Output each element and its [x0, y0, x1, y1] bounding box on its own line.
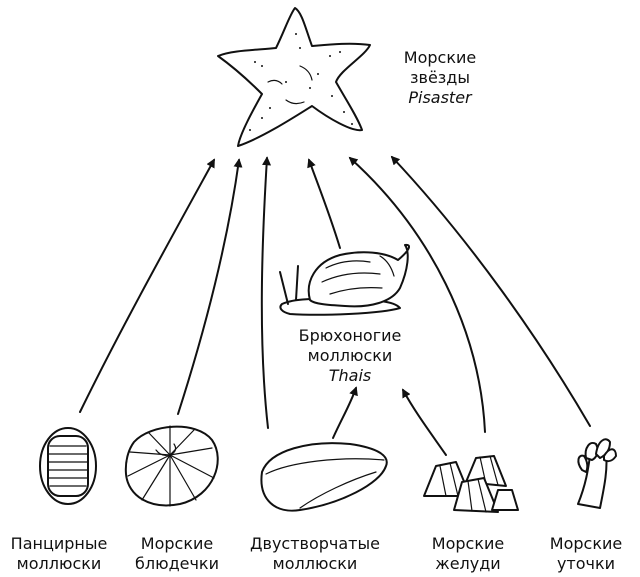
label-gooseneck-line1: Морские [549, 534, 623, 553]
label-limpet: Морские блюдечки [122, 534, 232, 574]
label-mussel-line2: моллюски [272, 554, 358, 573]
label-barnacle: Морские желуди [418, 534, 518, 574]
label-chiton-line1: Панцирные [10, 534, 108, 553]
label-gooseneck-line2: уточки [556, 554, 616, 573]
arrow-gooseneck-to-starfish [390, 155, 591, 427]
arrow-mussel-to-snail [332, 386, 358, 439]
label-barnacle-line1: Морские [431, 534, 505, 553]
limpet-drawing [124, 425, 219, 507]
chiton-drawing [39, 427, 97, 505]
arrow-snail-to-starfish [307, 158, 341, 249]
arrow-barnacle-to-starfish [348, 156, 486, 433]
label-mussel: Двустворчатые моллюски [240, 534, 390, 574]
starfish-drawing [217, 7, 371, 147]
label-starfish-line1: Морские [403, 48, 477, 67]
label-barnacle-line2: желуди [435, 554, 501, 573]
arrows [79, 155, 591, 456]
arrow-chiton-to-starfish [79, 158, 215, 413]
mussel-drawing [260, 442, 388, 512]
label-chiton: Панцирные моллюски [4, 534, 114, 574]
label-starfish-line2: звёзды [410, 68, 470, 87]
label-limpet-line2: блюдечки [135, 554, 219, 573]
label-snail-line1: Брюхоногие [298, 326, 402, 345]
label-snail: Брюхоногие моллюски Thais [290, 326, 410, 386]
snail-drawing [279, 243, 410, 316]
label-starfish: Морские звёзды Pisaster [390, 48, 490, 108]
arrow-limpet-to-starfish [177, 158, 243, 415]
label-gooseneck: Морские уточки [536, 534, 636, 574]
label-mussel-line1: Двустворчатые [250, 534, 380, 553]
label-chiton-line2: моллюски [16, 554, 102, 573]
label-starfish-latin: Pisaster [408, 88, 472, 107]
label-limpet-line1: Морские [140, 534, 214, 553]
arrow-barnacle-to-snail [402, 388, 447, 456]
label-snail-line2: моллюски [307, 346, 393, 365]
barnacle-drawing [423, 455, 519, 513]
arrow-mussel-to-starfish [260, 156, 272, 429]
label-snail-latin: Thais [328, 366, 372, 385]
gooseneck-barnacle-drawing [577, 438, 617, 509]
